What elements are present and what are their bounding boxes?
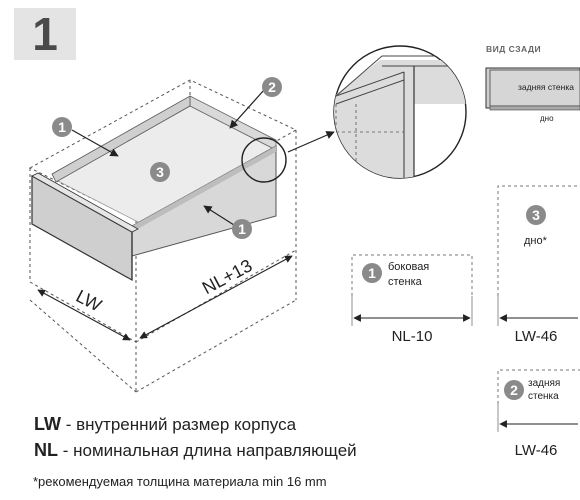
callout-1-side-upper: 1 — [52, 117, 72, 137]
dimension-nl13: NL+13 — [139, 255, 293, 339]
svg-text:задняя: задняя — [528, 378, 560, 389]
back-view: ВИД СЗАДИ задняя стенка дно — [485, 44, 580, 123]
svg-text:1: 1 — [238, 221, 246, 237]
svg-text:3: 3 — [532, 207, 540, 223]
svg-text:ВИД СЗАДИ: ВИД СЗАДИ — [486, 44, 541, 54]
svg-text:2: 2 — [268, 79, 276, 95]
detail-arrow — [287, 131, 335, 153]
step-number-badge: 1 — [14, 8, 76, 60]
svg-text:боковая: боковая — [388, 261, 429, 273]
zoom-detail — [333, 45, 467, 179]
detail-highlight-circle — [241, 137, 287, 183]
legend-nl-text: - номинальная длина направляющей — [58, 441, 357, 460]
legend-lw: LW - внутренний размер корпуса — [34, 414, 296, 435]
legend-lw-text: - внутренний размер корпуса — [61, 415, 297, 434]
svg-text:2: 2 — [510, 382, 518, 398]
svg-text:1: 1 — [58, 119, 66, 135]
legend-nl-abbr: NL — [34, 440, 58, 460]
svg-text:3: 3 — [156, 164, 164, 180]
svg-text:NL-10: NL-10 — [392, 328, 433, 345]
svg-text:дно: дно — [540, 114, 554, 123]
step-number: 1 — [32, 8, 58, 60]
callout-3-bottom: 3 — [150, 162, 170, 182]
part-back-wall: 2 задняя стенка LW-46 — [497, 369, 580, 459]
part-side-wall: 1 боковая стенка NL-10 — [351, 254, 473, 345]
material-footnote: *рекомендуемая толщина материала min 16 … — [33, 474, 327, 489]
svg-text:LW-46: LW-46 — [515, 442, 558, 459]
drawer-isometric: 1 2 3 1 LW NL+13 — [28, 77, 335, 393]
svg-text:LW-46: LW-46 — [515, 328, 558, 345]
svg-text:дно*: дно* — [524, 235, 548, 247]
part-bottom: 3 дно* LW-46 — [497, 185, 580, 345]
svg-text:1: 1 — [368, 265, 376, 281]
callout-1-side-lower: 1 — [232, 219, 252, 239]
svg-text:NL+13: NL+13 — [199, 255, 256, 298]
svg-text:задняя стенка: задняя стенка — [518, 82, 574, 92]
legend-lw-abbr: LW — [34, 414, 61, 434]
drawer-left-side — [51, 95, 191, 183]
callout-2-back: 2 — [262, 77, 282, 97]
svg-text:стенка: стенка — [528, 391, 559, 402]
legend-nl: NL - номинальная длина направляющей — [34, 440, 357, 461]
svg-text:стенка: стенка — [388, 276, 423, 288]
